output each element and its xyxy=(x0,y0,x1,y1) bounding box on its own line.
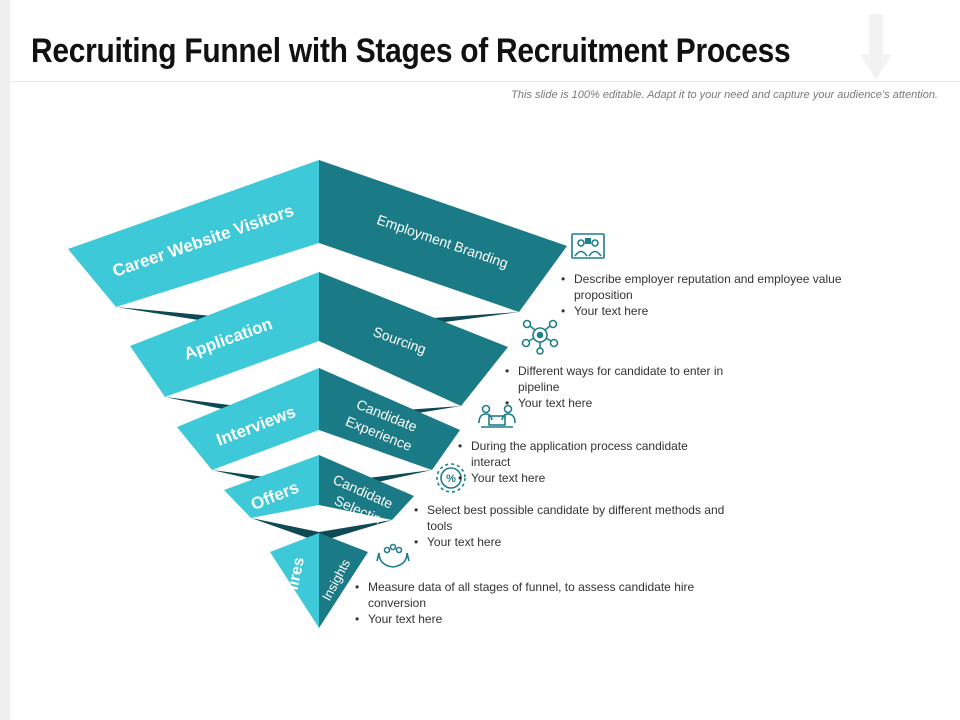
stage-5-right-face xyxy=(319,533,368,628)
stage-1-details: Describe employer reputation and employe… xyxy=(561,271,861,319)
funnel-stage-3[interactable]: Interviews Candidate Experience xyxy=(177,368,460,495)
stage-5-detail-bullet: Your text here xyxy=(355,611,715,627)
network-icon xyxy=(521,319,559,355)
stage-2-detail-bullet: Different ways for candidate to enter in… xyxy=(505,363,745,395)
hands-people-icon xyxy=(376,543,410,568)
stage-4-detail-bullet: Your text here xyxy=(414,534,744,550)
stage-4-left-face xyxy=(224,455,319,518)
svg-text:%: % xyxy=(446,473,456,485)
left-margin-strip xyxy=(0,0,10,720)
stage-2-right-face xyxy=(319,272,508,406)
stage-3-detail-bullet: During the application process candidate… xyxy=(458,438,708,470)
stage-5-left-face xyxy=(270,533,319,628)
download-arrow-icon xyxy=(860,14,892,80)
stage-1-right-face xyxy=(319,160,567,312)
funnel-stage-4[interactable]: Offers Candidate Selectin xyxy=(224,455,414,542)
stage-2-details: Different ways for candidate to enter in… xyxy=(505,363,745,411)
meeting-icon xyxy=(478,404,516,428)
stage-2-detail-bullet: Your text here xyxy=(505,395,745,411)
stage-2-left-face xyxy=(130,272,319,397)
stage-3-detail-bullet: Your text here xyxy=(458,470,708,486)
stage-3-right-face xyxy=(319,368,460,470)
stage-1-left-face xyxy=(68,160,319,307)
stage-1-detail-bullet: Describe employer reputation and employe… xyxy=(561,271,861,303)
stage-5-detail-bullet: Measure data of all stages of funnel, to… xyxy=(355,579,715,611)
stage-4-right-face xyxy=(319,455,414,520)
stage-3-left-face xyxy=(177,368,319,470)
title-divider xyxy=(10,81,960,82)
subtitle: This slide is 100% editable. Adapt it to… xyxy=(511,89,938,101)
page-title: Recruiting Funnel with Stages of Recruit… xyxy=(31,32,791,70)
funnel-stage-5[interactable]: Hires Insights xyxy=(270,533,368,628)
funnel-stage-1[interactable]: Career Website Visitors Employment Brand… xyxy=(68,160,567,339)
presentation-icon xyxy=(571,233,605,259)
stage-4-details: Select best possible candidate by differ… xyxy=(414,502,744,550)
stage-3-details: During the application process candidate… xyxy=(458,438,708,486)
stage-4-detail-bullet: Select best possible candidate by differ… xyxy=(414,502,744,534)
stage-1-detail-bullet: Your text here xyxy=(561,303,861,319)
funnel-stage-2[interactable]: Application Sourcing xyxy=(130,272,508,429)
stage-5-details: Measure data of all stages of funnel, to… xyxy=(355,579,715,627)
